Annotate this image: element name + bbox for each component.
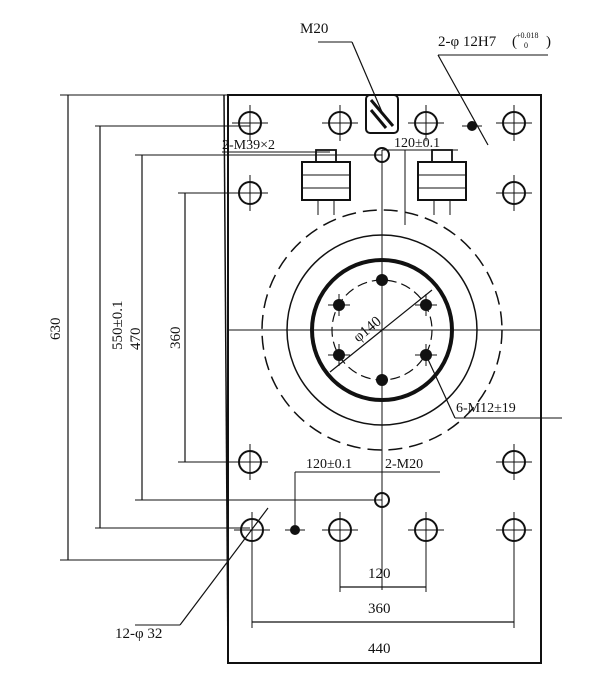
- bolt-hole: [322, 512, 358, 548]
- label-tolerance-lower: 0: [524, 41, 528, 50]
- center-hole-1: [376, 274, 388, 286]
- label-spacing-bottom: 120±0.1: [306, 457, 352, 472]
- center-hole-4: [376, 374, 388, 386]
- label-thread-top: M20: [300, 21, 328, 37]
- bolt-hole: [496, 175, 532, 211]
- dim-height-550: 550±0.1: [110, 301, 126, 350]
- tolerance-paren-close: ): [546, 34, 551, 50]
- diameter-leader: [329, 289, 433, 373]
- small-holes: [285, 121, 482, 535]
- bolt-hole: [408, 105, 444, 141]
- dim-width-120: 120: [368, 566, 391, 582]
- bolt-hole: [496, 512, 532, 548]
- bolt-hole: [408, 512, 444, 548]
- label-spacing-top: 120±0.1: [394, 136, 440, 151]
- clamp-bolt-right: [417, 149, 467, 215]
- dim-width-360: 360: [368, 601, 391, 617]
- bolt-hole: [232, 105, 268, 141]
- tolerance-paren-open: (: [512, 34, 517, 50]
- horizontal-dimensions: [228, 545, 541, 664]
- label-corner-holes: 12-φ 32: [115, 626, 162, 642]
- bolt-hole: [496, 444, 532, 480]
- vertical-dimensions: [60, 94, 382, 561]
- label-dowel-holes: 2-φ 12H7: [438, 34, 497, 50]
- bolt-hole: [322, 105, 358, 141]
- platen-bolt-holes: [232, 105, 532, 548]
- top-thread-symbol: [365, 94, 399, 134]
- centerlines: [228, 150, 541, 590]
- label-center-holes: 6-M12±19: [456, 401, 516, 416]
- dim-overall-height: 630: [48, 318, 64, 341]
- label-thread-bottom: 2-M20: [385, 457, 423, 472]
- clamp-bolt-left: [301, 149, 351, 215]
- bolt-hole: [496, 105, 532, 141]
- leader-lines: [135, 41, 562, 626]
- label-clamp-thread: 2-M39×2: [222, 138, 275, 153]
- label-tolerance-upper: +0.018: [516, 31, 539, 40]
- center-rings: [261, 209, 503, 451]
- dim-height-360: 360: [168, 327, 184, 350]
- dim-width-440: 440: [368, 641, 391, 657]
- dim-height-470: 470: [128, 328, 144, 351]
